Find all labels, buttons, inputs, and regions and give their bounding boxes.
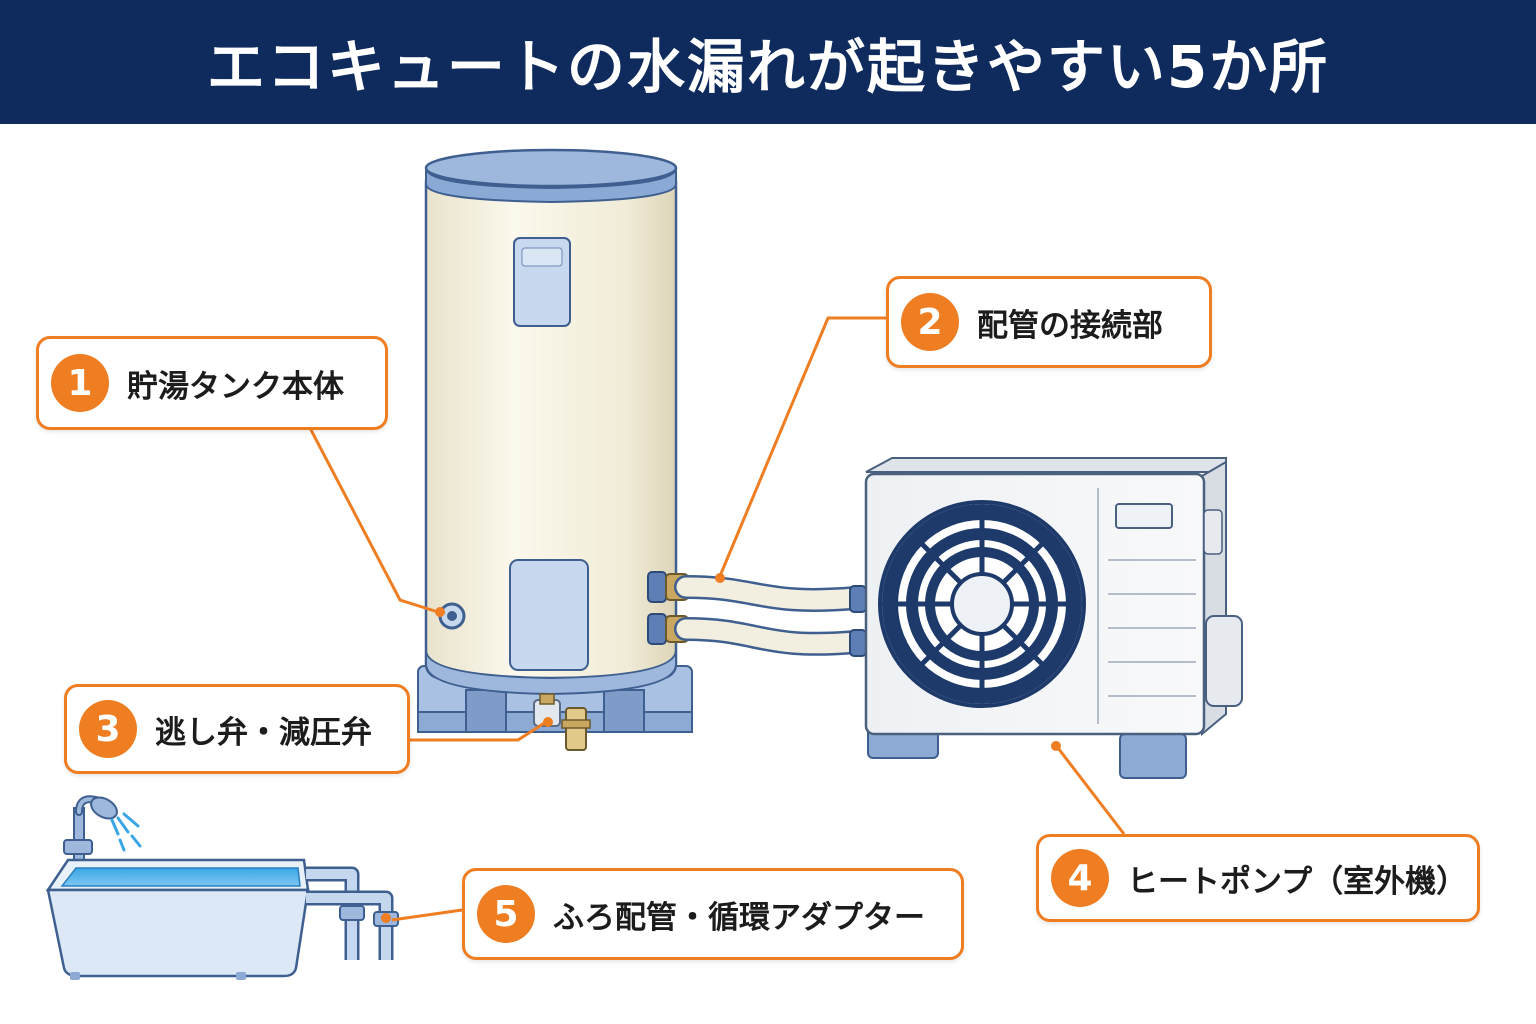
- tank-top-cap: [424, 148, 678, 188]
- callout-label-1: 貯湯タンク本体: [127, 368, 344, 405]
- relief-valve: [533, 693, 591, 751]
- fan-icon: [878, 500, 1086, 708]
- leader-line-1: [308, 427, 439, 614]
- leader-line-3: [410, 720, 547, 742]
- page-title: エコキュートの水漏れが起きやすい5か所: [206, 33, 1330, 101]
- heat-pump-unit: [864, 457, 1243, 779]
- callout-label-3: 逃し弁・減圧弁: [155, 714, 372, 751]
- leader-lines: [308, 316, 1126, 922]
- callout-label-2: 配管の接続部: [977, 307, 1163, 344]
- title-bar: エコキュートの水漏れが起きやすい5か所: [0, 0, 1536, 124]
- leader-line-4: [1056, 747, 1126, 835]
- callout-4: 4 ヒートポンプ（室外機）: [1036, 834, 1480, 922]
- callout-2: 2 配管の接続部: [886, 276, 1212, 368]
- callout-label-4: ヒートポンプ（室外機）: [1127, 863, 1468, 900]
- badge-4: 4: [1051, 849, 1109, 907]
- callout-1: 1 貯湯タンク本体: [36, 336, 388, 430]
- tank-lower-panel: [509, 559, 589, 671]
- storage-tank: [417, 148, 693, 751]
- bathtub: [45, 795, 399, 980]
- badge-2: 2: [901, 293, 959, 351]
- water-drop-icon: [110, 812, 142, 852]
- shower-head-icon: [63, 795, 118, 871]
- badge-1: 1: [51, 354, 109, 412]
- callout-5: 5 ふろ配管・循環アダプター: [462, 868, 964, 960]
- bath-circulation-pipes: [306, 866, 399, 960]
- leader-line-2: [718, 316, 886, 577]
- connecting-hoses: [674, 575, 868, 657]
- badge-5: 5: [477, 885, 535, 943]
- leader-line-5: [391, 908, 463, 922]
- callout-label-5: ふろ配管・循環アダプター: [553, 899, 925, 936]
- badge-3: 3: [79, 700, 137, 758]
- callout-3: 3 逃し弁・減圧弁: [64, 684, 410, 774]
